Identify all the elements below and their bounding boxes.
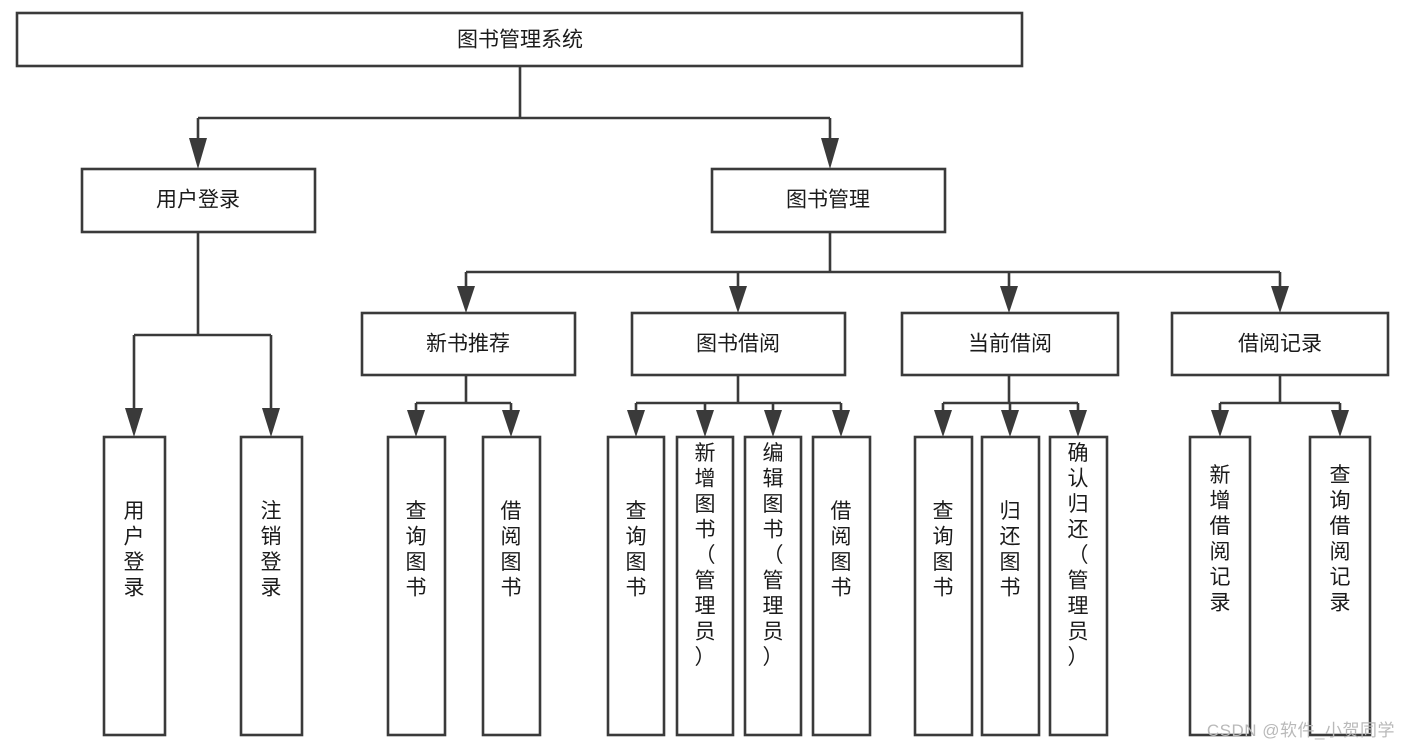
connector-group-current-borrow-to-leaves — [934, 375, 1087, 437]
arrow-head-leaf-borrow-book-1 — [502, 410, 520, 437]
node-leaf-add-record-label: 新增借阅记录 — [1210, 464, 1231, 615]
node-book-borrow[interactable]: 图书借阅 — [630, 311, 847, 377]
arrow-head-leaf-query-record — [1331, 410, 1349, 437]
node-book-manage[interactable]: 图书管理 — [710, 167, 947, 234]
node-book-manage-label: 图书管理 — [786, 189, 870, 212]
node-leaf-query-record[interactable]: 查询借阅记录 — [1308, 435, 1372, 737]
arrow-head-new-book-rec — [457, 286, 475, 313]
node-leaf-query-book-1[interactable]: 查询图书 — [386, 435, 447, 737]
node-new-book-rec[interactable]: 新书推荐 — [360, 311, 577, 377]
node-leaf-borrow-book-1[interactable]: 借阅图书 — [481, 435, 542, 737]
node-current-borrow-label: 当前借阅 — [968, 333, 1052, 356]
node-book-manage-box[interactable] — [710, 167, 947, 234]
arrow-head-book-manage — [821, 138, 839, 169]
arrow-head-leaf-logout — [262, 408, 280, 437]
node-leaf-return-book[interactable]: 归还图书 — [980, 435, 1041, 737]
node-leaf-user-login[interactable]: 用户登录 — [102, 435, 167, 737]
arrow-head-book-borrow — [729, 286, 747, 313]
node-borrow-record-label: 借阅记录 — [1238, 333, 1322, 356]
arrow-head-leaf-confirm-return — [1069, 410, 1087, 437]
node-leaf-add-book[interactable]: 新增图书（管理员） — [675, 435, 735, 737]
arrow-head-current-borrow — [1000, 286, 1018, 313]
node-leaf-return-book-label: 归还图书 — [1000, 500, 1021, 600]
node-root[interactable]: 图书管理系统 — [15, 11, 1024, 68]
node-borrow-record[interactable]: 借阅记录 — [1170, 311, 1390, 377]
node-leaf-confirm-return-label: 确认归还（管理员） — [1068, 442, 1089, 669]
node-leaf-user-login-box[interactable] — [102, 435, 167, 737]
node-leaf-query-book-3-label: 查询图书 — [933, 500, 954, 600]
arrow-head-leaf-add-book — [696, 410, 714, 437]
node-leaf-edit-book-label: 编辑图书（管理员） — [763, 442, 784, 669]
node-leaf-logout-box[interactable] — [239, 435, 304, 737]
node-leaf-confirm-return[interactable]: 确认归还（管理员） — [1048, 435, 1109, 737]
node-root-box[interactable] — [15, 11, 1024, 68]
arrow-head-user-login — [189, 138, 207, 169]
arrow-head-borrow-record — [1271, 286, 1289, 313]
node-leaf-edit-book-box[interactable] — [743, 435, 803, 737]
node-leaf-add-book-box[interactable] — [675, 435, 735, 737]
arrow-head-leaf-query-book-2 — [627, 410, 645, 437]
node-leaf-borrow-book-1-box[interactable] — [481, 435, 542, 737]
node-borrow-record-box[interactable] — [1170, 311, 1390, 377]
arrow-head-leaf-add-record — [1211, 410, 1229, 437]
node-leaf-confirm-return-box[interactable] — [1048, 435, 1109, 737]
node-leaf-query-book-2-label: 查询图书 — [626, 500, 647, 600]
node-user-login[interactable]: 用户登录 — [80, 167, 317, 234]
connector-group-user-login-to-leaves — [125, 232, 280, 437]
node-current-borrow[interactable]: 当前借阅 — [900, 311, 1120, 377]
node-leaf-query-record-label: 查询借阅记录 — [1330, 464, 1351, 615]
arrow-head-leaf-query-book-3 — [934, 410, 952, 437]
arrow-head-leaf-return-book — [1001, 410, 1019, 437]
node-leaf-add-record[interactable]: 新增借阅记录 — [1188, 435, 1252, 737]
node-leaf-query-book-2-box[interactable] — [606, 435, 666, 737]
node-leaf-borrow-book-2-label: 借阅图书 — [831, 500, 852, 600]
node-leaf-query-book-2[interactable]: 查询图书 — [606, 435, 666, 737]
node-leaf-user-login-label: 用户登录 — [124, 500, 145, 600]
connector-group-book-borrow-to-leaves — [627, 375, 850, 437]
arrow-head-leaf-user-login — [125, 408, 143, 437]
connector-group-book-manage-to-level3 — [457, 232, 1289, 313]
node-user-login-box[interactable] — [80, 167, 317, 234]
node-leaf-borrow-book-2-box[interactable] — [811, 435, 872, 737]
node-leaf-logout[interactable]: 注销登录 — [239, 435, 304, 737]
node-new-book-rec-label: 新书推荐 — [426, 333, 510, 356]
node-leaf-borrow-book-2[interactable]: 借阅图书 — [811, 435, 872, 737]
node-leaf-query-book-1-box[interactable] — [386, 435, 447, 737]
node-user-login-label: 用户登录 — [156, 189, 240, 212]
node-leaf-query-record-box[interactable] — [1308, 435, 1372, 737]
connector-group-borrow-record-to-leaves — [1211, 375, 1349, 437]
node-leaf-edit-book[interactable]: 编辑图书（管理员） — [743, 435, 803, 737]
node-leaf-add-record-box[interactable] — [1188, 435, 1252, 737]
node-new-book-rec-box[interactable] — [360, 311, 577, 377]
node-current-borrow-box[interactable] — [900, 311, 1120, 377]
node-leaf-return-book-box[interactable] — [980, 435, 1041, 737]
node-leaf-query-book-3[interactable]: 查询图书 — [913, 435, 974, 737]
node-leaf-query-book-1-label: 查询图书 — [406, 500, 427, 600]
arrow-head-leaf-query-book-1 — [407, 410, 425, 437]
node-leaf-query-book-3-box[interactable] — [913, 435, 974, 737]
connector-group-root-to-level2 — [189, 66, 839, 169]
connector-group-new-book-rec-to-leaves — [407, 375, 520, 437]
arrow-head-leaf-edit-book — [764, 410, 782, 437]
node-root-label: 图书管理系统 — [457, 29, 583, 52]
node-book-borrow-label: 图书借阅 — [696, 333, 780, 356]
node-book-borrow-box[interactable] — [630, 311, 847, 377]
arrow-head-leaf-borrow-book-2 — [832, 410, 850, 437]
node-leaf-logout-label: 注销登录 — [261, 500, 282, 600]
node-leaf-borrow-book-1-label: 借阅图书 — [501, 500, 522, 600]
node-leaf-add-book-label: 新增图书（管理员） — [695, 442, 716, 669]
